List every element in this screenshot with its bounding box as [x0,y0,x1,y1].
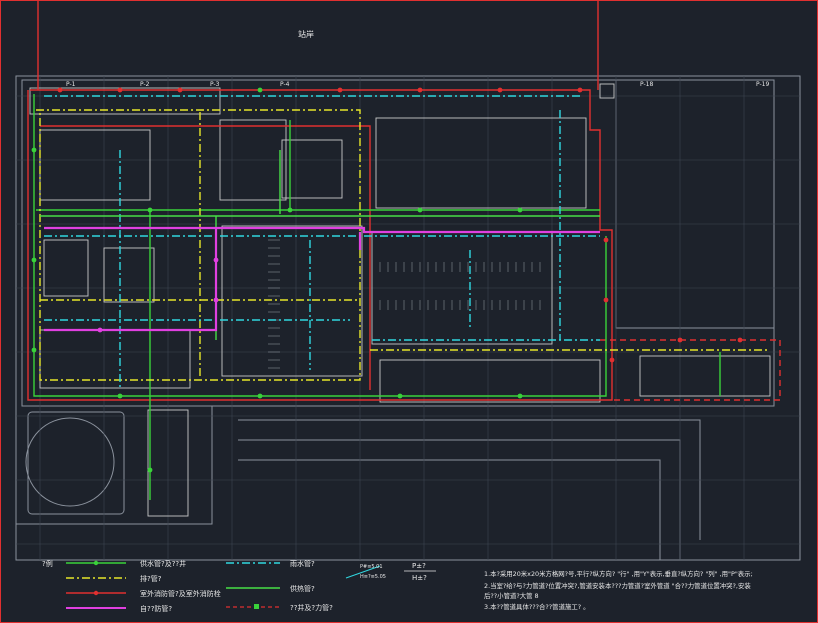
legend-elevation-note: H≡?≡5.05 [360,574,386,580]
water-supply-main [33,94,607,397]
legend-label: 排?管? [140,574,162,583]
pipe-node [31,347,37,353]
pipe-node [577,87,583,93]
legend: ?例 供水管?及??井 排?管? 室外消防管?及室外消防栓 自??防管? 雨水管… [42,559,436,613]
pipe-node [147,467,153,473]
fire-main [27,89,613,401]
legend-symbol: H±? [412,574,427,582]
pipe-node [517,207,523,213]
legend-elevation-note: P#≡5.01 [360,564,383,570]
pipe-node [97,327,103,333]
pipe-network [27,0,781,500]
note-line: 2.当室?给?与?力管道?位置冲突?,管道安装本???力管道?室外管道 "合??… [484,581,751,590]
pipe-node [31,257,37,263]
pipe-node [117,393,123,399]
grid-tag: P-1 [66,81,76,88]
pipe-node [737,337,743,343]
pipe-node [497,87,503,93]
grid-tag: P-18 [640,81,653,88]
site-boundary [15,75,801,561]
survey-grid [16,76,800,560]
note-line: 1.本?采用20米x20米方格网?号,平行?纵方向? "行" ,用"Y"表示,垂… [484,569,753,578]
legend-heading: ?例 [42,559,53,568]
pipe-node [517,393,523,399]
pipe-nodes [31,87,743,473]
grid-tags: P-1 P-2 P-3 P-4 P-18 P-19 [66,81,769,88]
pipe-node [287,207,293,213]
buildings [29,83,771,517]
legend-label: ??井及?力管? [290,603,333,612]
legend-label: 室外消防管?及室外消防栓 [140,589,221,598]
pipe-node [397,393,403,399]
pipe-node [57,87,63,93]
pipe-node [117,87,123,93]
grid-tag: P-2 [140,81,150,88]
pipe-node [177,87,183,93]
grid-tag: P-3 [210,81,220,88]
drainage-main [36,109,361,381]
sprinkler-main [44,226,600,234]
grid-tag: P-19 [756,81,769,88]
legend-label: 供水管?及??井 [140,559,186,568]
pipe-node [417,87,423,93]
legend-col2: 雨水管? 供热管? ??井及?力管? [226,559,333,612]
pipe-node [609,357,615,363]
legend-label: 供热管? [290,584,315,593]
sprinkler-branch [44,228,218,332]
fire-branch [600,339,781,401]
note-line: 后??小管道?大管 8 [484,591,539,600]
pipe-node [603,237,609,243]
pipe-node [337,87,343,93]
legend-label: 自??防管? [140,604,172,613]
pipe-node [213,257,219,263]
pipe-node [257,393,263,399]
pipe-node [677,337,683,343]
pipe-node [147,207,153,213]
parking-stalls [268,239,541,369]
pipe-node [417,207,423,213]
pipe-node [213,297,219,303]
legend-label: 雨水管? [290,559,315,568]
drawing-notes: 1.本?采用20米x20米方格网?号,平行?纵方向? "行" ,用"Y"表示,垂… [484,569,753,611]
grid-tag: P-4 [280,81,290,88]
pipe-node [257,87,263,93]
pipe-node [603,297,609,303]
fire-branch [40,125,371,390]
note-line: 3.本??管道具体???合??管道施工? 。 [484,602,590,611]
drawing-title: 站岸 [298,29,314,39]
legend-symbol: P±? [412,562,426,570]
pipe-node [31,147,37,153]
legend-elevation: P#≡5.01 H≡?≡5.05 P±? H±? [345,562,436,582]
legend-col1: 供水管?及??井 排?管? 室外消防管?及室外消防栓 自??防管? [66,559,221,613]
